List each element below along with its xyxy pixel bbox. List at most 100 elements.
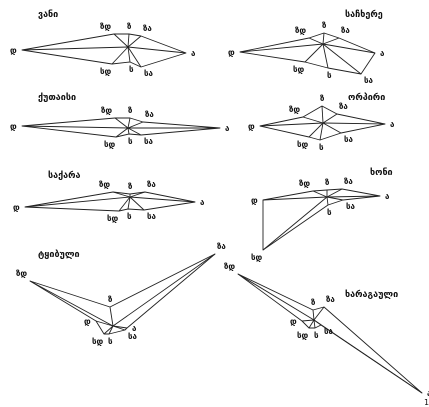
direction-label-sd: სდ: [107, 214, 119, 223]
direction-label-zd: ზდ: [16, 269, 27, 278]
direction-label-d: დ: [228, 48, 235, 57]
direction-label-sd: სდ: [100, 67, 112, 76]
panel-title: ხარაგაული: [345, 289, 398, 300]
spoke-zd: [308, 37, 324, 45]
spoke-sd: [304, 43, 324, 63]
rose-outline: [24, 191, 196, 212]
spoke-d: [259, 122, 324, 127]
direction-label-z: ზ: [128, 182, 133, 191]
spoke-z: [321, 105, 324, 124]
panel-title: ხონი: [370, 168, 393, 178]
spoke-zna: [326, 188, 343, 198]
spoke-s: [108, 325, 114, 335]
direction-label-zd: ზდ: [299, 179, 310, 188]
direction-label-sa: სა: [147, 212, 157, 221]
direction-label-sa: სა: [344, 135, 354, 144]
direction-label-a: ა: [390, 120, 395, 129]
spoke-z: [127, 117, 131, 129]
direction-label-a: ა: [380, 49, 385, 58]
direction-label-z: ზ: [108, 295, 113, 304]
spoke-s: [127, 127, 130, 135]
panel-title: ვანი: [38, 10, 58, 20]
spoke-zd: [29, 280, 114, 327]
direction-label-zna: ზა: [341, 26, 350, 35]
direction-label-a: ა: [132, 324, 137, 333]
direction-label-zna: ზა: [147, 180, 156, 189]
direction-label-s: ს: [108, 337, 113, 346]
direction-label-a: ა: [427, 389, 429, 398]
spoke-d: [21, 46, 129, 51]
direction-label-sd: სდ: [104, 140, 116, 149]
spoke-zd: [237, 273, 315, 321]
spoke-sd: [118, 196, 131, 212]
spoke-zna: [322, 113, 338, 124]
rose-outline: [29, 253, 216, 335]
panel-title: ორპირი: [348, 92, 385, 103]
spoke-z: [322, 32, 325, 45]
direction-label-zna: ზა: [143, 24, 152, 33]
spoke-sd: [103, 325, 114, 335]
spoke-sa: [112, 325, 126, 331]
spoke-zd: [114, 117, 129, 129]
direction-label-z: ზ: [325, 178, 330, 187]
direction-label-a: ა: [191, 49, 196, 58]
spoke-d: [21, 125, 129, 129]
direction-label-d: დ: [290, 317, 297, 326]
spoke-d: [24, 196, 131, 208]
direction-label-s: ს: [314, 331, 319, 340]
spoke-sa: [129, 196, 145, 211]
rose-outline: [262, 188, 381, 251]
direction-label-d: დ: [10, 122, 17, 131]
panel-kharagauli: ხარაგაულიზზაასასსდდზდ: [224, 262, 429, 398]
spoke-zna: [127, 35, 142, 48]
spoke-zna: [112, 253, 216, 327]
spoke-zna: [129, 191, 146, 198]
rose-outline: [259, 105, 386, 141]
direction-label-a: ა: [200, 198, 205, 207]
spoke-sd: [308, 319, 315, 329]
direction-label-zd: ზდ: [101, 106, 112, 115]
page-number: 1: [424, 398, 429, 407]
panel-title: ქუთაისი: [38, 93, 76, 103]
spoke-s: [127, 46, 131, 63]
direction-label-zna: ზა: [217, 242, 226, 251]
spoke-sd: [115, 127, 129, 138]
direction-label-sd: სდ: [297, 140, 309, 149]
spoke-s: [326, 196, 329, 206]
spoke-s: [127, 196, 131, 210]
spoke-a: [322, 43, 376, 54]
direction-label-a: ა: [225, 124, 230, 133]
direction-label-zna: ზა: [339, 102, 348, 111]
spoke-zd: [312, 190, 328, 198]
direction-label-z: ზ: [127, 22, 132, 31]
spoke-d: [239, 43, 324, 53]
direction-label-s: ს: [327, 71, 332, 80]
direction-label-sa: სა: [144, 137, 154, 146]
direction-label-sa: სა: [144, 69, 154, 78]
panel-title: საჩხერე: [345, 9, 383, 20]
direction-label-z: ზ: [322, 21, 327, 30]
spoke-s: [319, 122, 324, 141]
direction-label-zna: ზა: [145, 110, 154, 119]
rose-outline: [239, 32, 376, 75]
rose-outline: [21, 117, 221, 138]
direction-label-sd: სდ: [251, 253, 263, 262]
direction-label-z: ზ: [311, 298, 316, 307]
spoke-a: [326, 195, 381, 198]
rose-outline: [237, 273, 423, 394]
direction-label-zna: ზა: [344, 177, 353, 186]
spoke-d: [301, 319, 315, 322]
direction-label-d: დ: [84, 317, 91, 326]
direction-label-s: ს: [319, 143, 324, 152]
spoke-zd: [113, 33, 129, 48]
direction-label-zd: ზდ: [289, 105, 300, 114]
direction-label-d: დ: [10, 46, 17, 55]
direction-label-z: ზ: [320, 94, 325, 103]
